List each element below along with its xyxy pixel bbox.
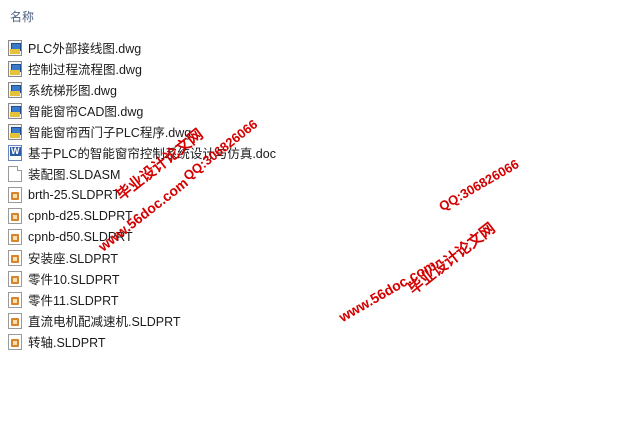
- file-name: 装配图.SLDASM: [28, 168, 121, 182]
- file-item[interactable]: 直流电机配减速机.SLDPRT: [8, 310, 428, 331]
- file-item[interactable]: cpnb-d25.SLDPRT: [8, 205, 428, 226]
- file-name: 零件10.SLDPRT: [28, 273, 120, 287]
- solidworks-assembly-icon: [8, 165, 22, 182]
- solidworks-part-icon: [8, 207, 22, 224]
- file-item[interactable]: 控制过程流程图.dwg: [8, 58, 428, 79]
- file-item[interactable]: 装配图.SLDASM: [8, 163, 428, 184]
- solidworks-part-icon: [8, 186, 22, 203]
- dwg-file-icon: [8, 39, 22, 56]
- file-item[interactable]: 基于PLC的智能窗帘控制系统设计与仿真.doc: [8, 142, 428, 163]
- solidworks-part-icon: [8, 333, 22, 350]
- file-item[interactable]: 智能窗帘西门子PLC程序.dwg: [8, 121, 428, 142]
- solidworks-part-icon: [8, 312, 22, 329]
- dwg-file-icon: [8, 123, 22, 140]
- file-name: 零件11.SLDPRT: [28, 294, 119, 308]
- file-name: brth-25.SLDPRT: [28, 187, 121, 202]
- solidworks-part-icon: [8, 291, 22, 308]
- file-item[interactable]: PLC外部接线图.dwg: [8, 37, 428, 58]
- file-item[interactable]: 安装座.SLDPRT: [8, 247, 428, 268]
- file-item[interactable]: 零件11.SLDPRT: [8, 289, 428, 310]
- file-name: 控制过程流程图.dwg: [28, 63, 142, 77]
- file-item[interactable]: 智能窗帘CAD图.dwg: [8, 100, 428, 121]
- dwg-file-icon: [8, 60, 22, 77]
- file-name: 系统梯形图.dwg: [28, 84, 117, 98]
- file-name: cpnb-d50.SLDPRT: [28, 229, 133, 244]
- file-name: 智能窗帘西门子PLC程序.dwg: [28, 126, 192, 140]
- file-item[interactable]: 零件10.SLDPRT: [8, 268, 428, 289]
- dwg-file-icon: [8, 81, 22, 98]
- file-name: 转轴.SLDPRT: [28, 336, 106, 350]
- word-doc-icon: [8, 144, 22, 161]
- file-item[interactable]: 转轴.SLDPRT: [8, 331, 428, 352]
- watermark-qq: QQ:306826066: [436, 156, 522, 214]
- file-item[interactable]: 系统梯形图.dwg: [8, 79, 428, 100]
- file-name: 安装座.SLDPRT: [28, 252, 119, 266]
- file-name: 直流电机配减速机.SLDPRT: [28, 315, 181, 329]
- file-name: 智能窗帘CAD图.dwg: [28, 105, 144, 119]
- file-list: PLC外部接线图.dwg 控制过程流程图.dwg 系统梯形图.dwg 智能窗帘C…: [8, 37, 428, 352]
- solidworks-part-icon: [8, 249, 22, 266]
- file-name: 基于PLC的智能窗帘控制系统设计与仿真.doc: [28, 147, 276, 161]
- solidworks-part-icon: [8, 228, 22, 245]
- file-item[interactable]: cpnb-d50.SLDPRT: [8, 226, 428, 247]
- name-column-header[interactable]: 名称: [10, 10, 35, 24]
- file-name: PLC外部接线图.dwg: [28, 42, 142, 56]
- dwg-file-icon: [8, 102, 22, 119]
- solidworks-part-icon: [8, 270, 22, 287]
- file-name: cpnb-d25.SLDPRT: [28, 208, 133, 223]
- file-item[interactable]: brth-25.SLDPRT: [8, 184, 428, 205]
